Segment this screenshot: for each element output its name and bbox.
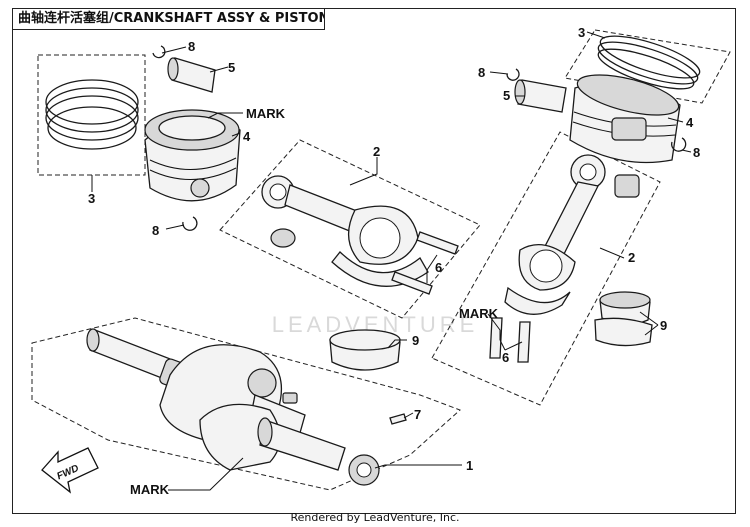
callout-9-left: 9 [412, 333, 419, 348]
ring-set-frame-right [564, 29, 731, 104]
small-end-bushing-left [270, 228, 296, 248]
mark-label-piston: MARK [246, 106, 286, 121]
callout-6-left: 6 [435, 260, 442, 275]
connecting-rod-left [261, 175, 429, 287]
render-credit: Rendered by LeadVenture, Inc. [290, 511, 460, 524]
callout-3-right: 3 [578, 25, 585, 40]
crank-pin-plug [282, 392, 298, 404]
crankshaft-frame [31, 317, 461, 491]
circlip-lower-right [671, 137, 687, 152]
callout-7: 7 [414, 407, 421, 422]
piston-pin-left [167, 57, 216, 93]
bearing-shell-right-lower [594, 317, 653, 347]
callout-4-right: 4 [686, 115, 694, 130]
callout-4-left: 4 [243, 129, 251, 144]
conrod-bolts-left [391, 231, 459, 295]
callout-2-left: 2 [373, 144, 380, 159]
callout-8-upper-left: 8 [188, 39, 195, 54]
circlip-upper-right [506, 68, 520, 81]
callout-8-upper-right: 8 [478, 65, 485, 80]
callout-2-right: 2 [628, 250, 635, 265]
bearing-shell-right-upper [599, 291, 651, 326]
callout-3-left: 3 [88, 191, 95, 206]
callout-8-lower-left: 8 [152, 223, 159, 238]
mark-label-crankshaft: MARK [130, 482, 170, 497]
circlip-upper-left [152, 45, 166, 59]
callout-5-left: 5 [228, 60, 235, 75]
leader-lines [91, 31, 692, 491]
ring-set-frame-left [37, 54, 146, 176]
crankshaft [86, 328, 380, 486]
callout-1: 1 [466, 458, 473, 473]
diagram-title: 曲轴连杆活塞组/CRANKSHAFT ASSY & PISTON [12, 8, 325, 30]
conrod-frame-right [431, 131, 661, 406]
connecting-rod-right [504, 154, 606, 315]
circlip-lower-left [182, 216, 198, 231]
mark-label-conrod: MARK [459, 306, 499, 321]
woodruff-key [389, 413, 407, 425]
bearing-shell-left [329, 329, 401, 371]
diagram-frame [12, 8, 736, 514]
fwd-arrow-icon: FWD [41, 447, 99, 494]
small-end-bushing-right [614, 174, 640, 198]
piston-right [569, 74, 681, 164]
callout-9-right: 9 [660, 318, 667, 333]
piston-ring-set-right [597, 35, 701, 90]
piston-left [144, 109, 241, 202]
piston-ring-set-left [45, 79, 139, 150]
callout-5-right: 5 [503, 88, 510, 103]
conrod-frame-left [219, 139, 481, 319]
callout-8-lower-right: 8 [693, 145, 700, 160]
callout-6-right: 6 [502, 350, 509, 365]
